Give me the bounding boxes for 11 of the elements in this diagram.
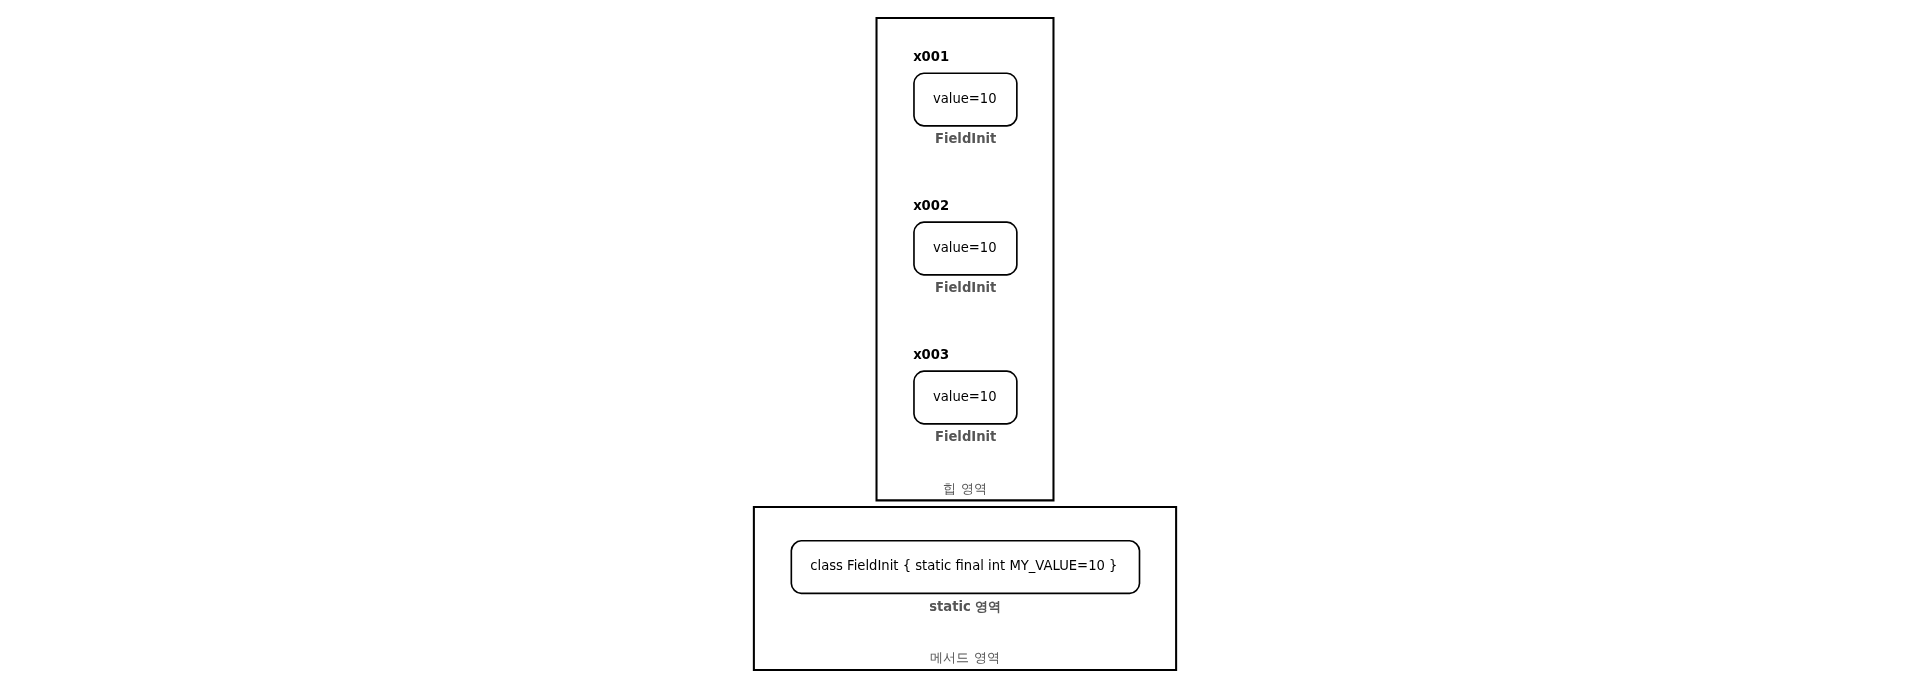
node-label: x002 [913, 197, 950, 213]
node-box: value=10 [913, 221, 1018, 276]
node-label: FieldInit [934, 279, 997, 295]
node-label: x001 [913, 48, 950, 64]
node-label: x003 [913, 346, 950, 362]
node-label: FieldInit [934, 428, 997, 444]
node-label: static 영역 [929, 598, 1002, 614]
node-box: value=10 [913, 72, 1018, 127]
node-label: FieldInit [934, 131, 997, 146]
node-box: value=10 [913, 370, 1018, 425]
node-box: class FieldInit { static final int MY_VALUE=10 } [790, 539, 1141, 595]
